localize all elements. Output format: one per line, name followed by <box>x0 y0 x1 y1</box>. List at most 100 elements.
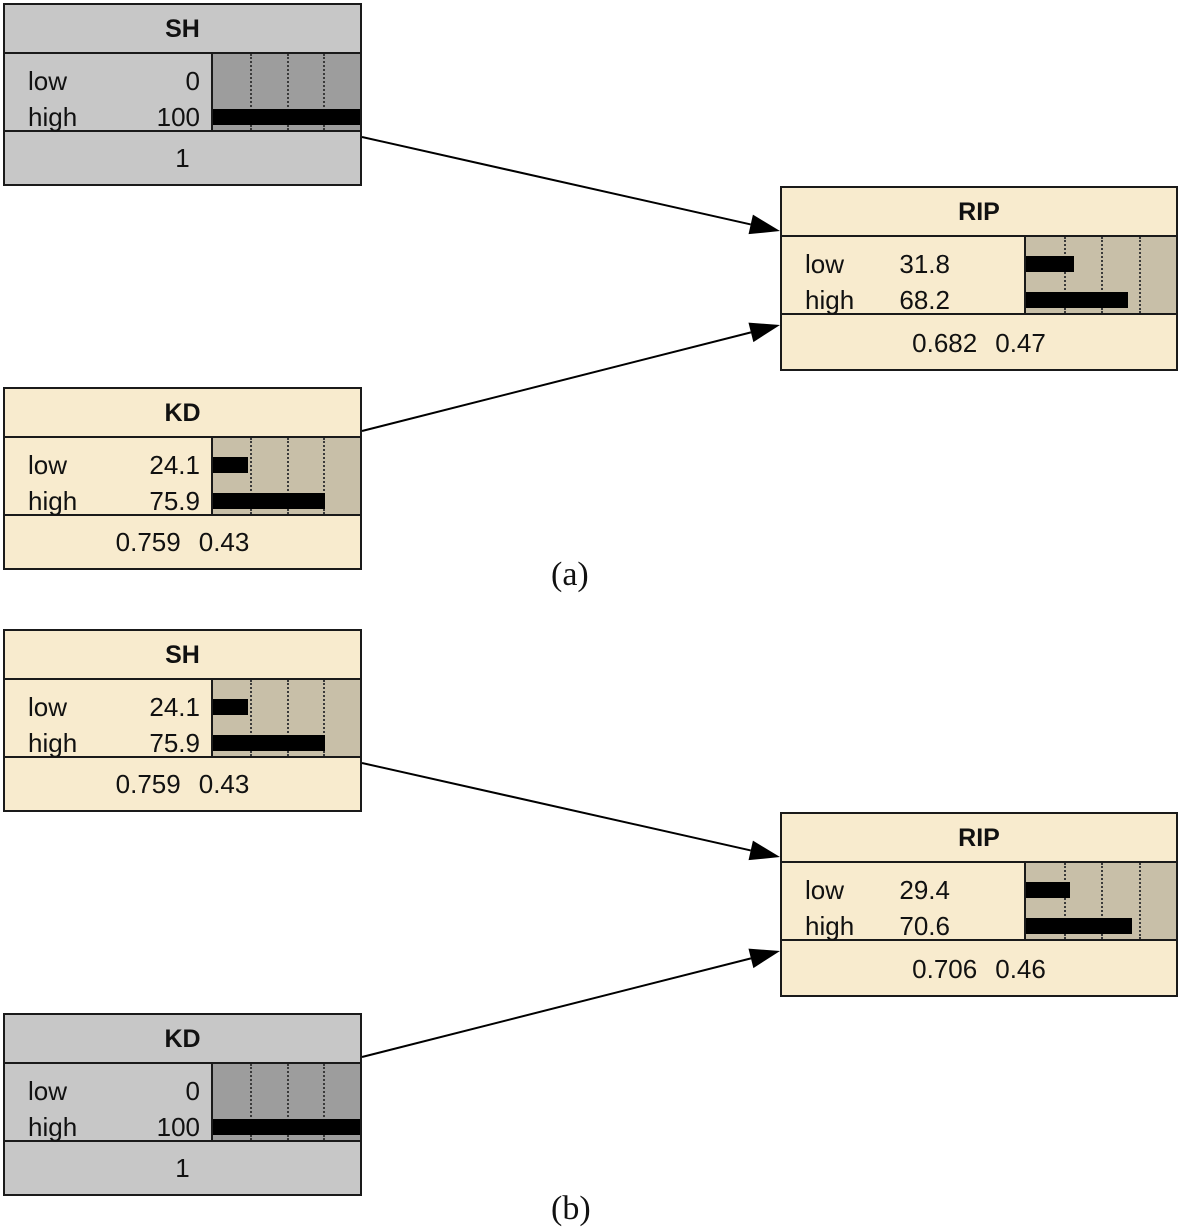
node-mean-value: 1 <box>175 143 190 173</box>
state-value: 24.1 <box>149 450 200 480</box>
bar-grid-line <box>287 54 289 130</box>
node-sd-value: 0.46 <box>995 954 1046 984</box>
state-label: low <box>28 66 68 96</box>
state-row-high: high 100 <box>5 1109 211 1145</box>
state-label: low <box>28 1076 68 1106</box>
node-sd-value: 0.43 <box>198 769 250 799</box>
state-value: 100 <box>156 102 200 132</box>
state-label: low <box>28 450 68 480</box>
state-label: low <box>805 875 845 905</box>
belief-bar-area <box>211 1064 360 1140</box>
node-mean-value: 1 <box>175 1153 190 1183</box>
belief-bar-high <box>213 1119 360 1135</box>
edge-kd-to-rip <box>361 331 752 432</box>
node-kd-b[interactable]: KD low 0 high 100 1 <box>3 1013 362 1196</box>
belief-bar-low <box>1026 256 1074 272</box>
state-label: high <box>805 911 855 941</box>
node-footer: 0.759 0.43 <box>5 517 360 568</box>
state-value: 68.2 <box>899 285 950 315</box>
bar-grid-line <box>287 680 289 756</box>
node-mean-value: 0.706 <box>912 954 978 984</box>
bar-grid-line <box>1101 237 1103 313</box>
belief-bar-high <box>213 493 325 509</box>
belief-bar-high <box>213 735 325 751</box>
node-mean-value: 0.682 <box>912 328 978 358</box>
state-value: 0 <box>185 66 200 96</box>
bar-grid-line <box>1139 863 1141 939</box>
state-value: 75.9 <box>149 486 200 516</box>
arrowhead-kd-to-rip <box>748 948 780 969</box>
node-title: RIP <box>782 814 1176 863</box>
bar-grid-line <box>250 438 252 514</box>
panel-label-b: (b) <box>551 1190 591 1227</box>
state-row-low: low 0 <box>5 63 211 99</box>
node-states: low 24.1 high 75.9 <box>5 438 360 516</box>
state-label: high <box>805 285 855 315</box>
state-label: high <box>28 102 78 132</box>
belief-bar-area <box>1024 863 1176 939</box>
bar-grid-line <box>250 1064 252 1140</box>
state-label: high <box>28 486 78 516</box>
state-row-high: high 100 <box>5 99 211 135</box>
state-row-low: low 24.1 <box>5 447 211 483</box>
arrowhead-sh-to-rip <box>748 214 780 235</box>
arrowhead-sh-to-rip <box>748 840 780 861</box>
node-sd-value: 0.43 <box>198 527 250 557</box>
node-footer: 0.759 0.43 <box>5 759 360 810</box>
state-value: 100 <box>156 1112 200 1142</box>
bar-grid-line <box>323 54 325 130</box>
node-states: low 0 high 100 <box>5 1064 360 1142</box>
state-value: 0 <box>185 1076 200 1106</box>
node-kd-a[interactable]: KD low 24.1 high 75.9 0.759 0.43 <box>3 387 362 570</box>
bar-grid-line <box>323 438 325 514</box>
node-title: KD <box>5 389 360 438</box>
node-title: KD <box>5 1015 360 1064</box>
belief-bar-low <box>213 457 248 473</box>
node-title: SH <box>5 5 360 54</box>
node-footer: 0.682 0.47 <box>782 318 1176 369</box>
node-mean-value: 0.759 <box>115 769 181 799</box>
edge-kd-to-rip <box>361 957 752 1058</box>
belief-bar-low <box>213 699 248 715</box>
belief-bar-area <box>211 54 360 130</box>
state-row-high: high 68.2 <box>782 282 1024 318</box>
bar-grid-line <box>1139 237 1141 313</box>
state-row-high: high 70.6 <box>782 908 1024 944</box>
bar-grid-line <box>323 1064 325 1140</box>
state-row-high: high 75.9 <box>5 725 211 761</box>
node-states: low 0 high 100 <box>5 54 360 132</box>
bar-grid-line <box>287 438 289 514</box>
node-footer: 1 <box>5 133 360 184</box>
state-row-high: high 75.9 <box>5 483 211 519</box>
state-label: low <box>805 249 845 279</box>
state-row-low: low 0 <box>5 1073 211 1109</box>
edge-sh-to-rip <box>361 136 751 226</box>
state-value: 70.6 <box>899 911 950 941</box>
belief-bar-high <box>213 109 360 125</box>
node-mean-value: 0.759 <box>115 527 181 557</box>
bar-grid-line <box>287 1064 289 1140</box>
bar-grid-line <box>323 680 325 756</box>
panel-label-a: (a) <box>551 556 589 593</box>
node-footer: 0.706 0.46 <box>782 944 1176 995</box>
state-value: 75.9 <box>149 728 200 758</box>
bar-grid-line <box>1101 863 1103 939</box>
node-sh-a[interactable]: SH low 0 high 100 1 <box>3 3 362 186</box>
bar-grid-line <box>250 680 252 756</box>
belief-bar-high <box>1026 918 1132 934</box>
state-label: high <box>28 1112 78 1142</box>
bar-grid-line <box>1064 863 1066 939</box>
state-label: high <box>28 728 78 758</box>
belief-bar-area <box>211 680 360 756</box>
bar-grid-line <box>1064 237 1066 313</box>
node-sd-value: 0.47 <box>995 328 1046 358</box>
belief-bar-high <box>1026 292 1128 308</box>
